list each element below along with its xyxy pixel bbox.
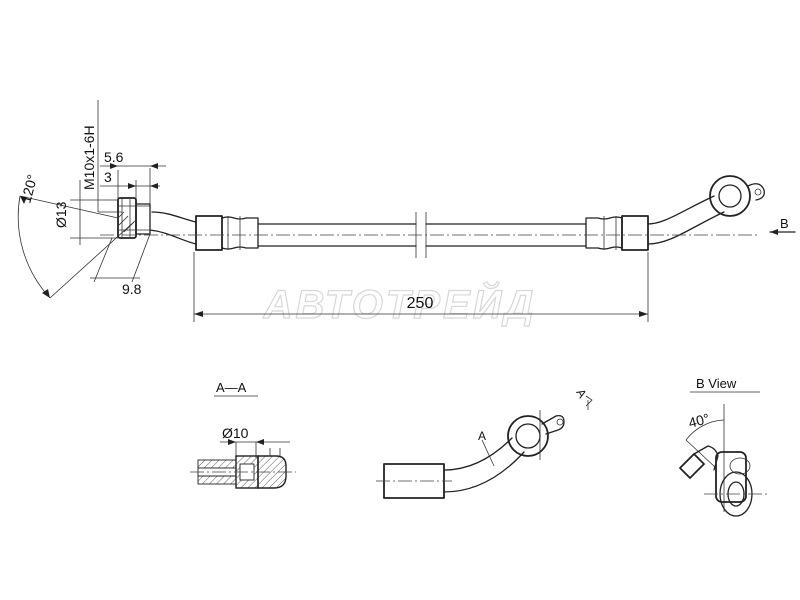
section-arrow-label-right: A (573, 387, 589, 401)
banjo-detail-view: A A (376, 387, 593, 499)
section-arrow-label-left: A (478, 429, 486, 443)
angle-120-label: 120° (17, 173, 40, 205)
b-view-title: B View (696, 376, 737, 391)
diameter-10-label: Ø10 (222, 425, 249, 441)
diameter-13-label: Ø13 (53, 201, 69, 228)
banjo-fitting (709, 175, 765, 217)
section-title: A—A (216, 380, 247, 395)
angle-40-label: 40° (687, 410, 712, 431)
b-view: B View 40° (679, 376, 768, 517)
dim-5-6-label: 5.6 (104, 149, 124, 165)
left-ferrule (195, 215, 259, 251)
thread-label: M10x1-6H (81, 125, 97, 190)
dim-9-8-label: 9.8 (122, 281, 142, 297)
view-b-arrow-label: B (780, 216, 789, 231)
section-a-a: A—A Ø10 (190, 380, 296, 489)
dim-3-label: 3 (104, 169, 112, 185)
main-hose-view: B 250 120° Ø13 M10x1-6H 5.6 3 (17, 100, 796, 322)
right-ferrule (585, 215, 649, 251)
watermark: АВТОТРЕЙД (263, 280, 537, 327)
length-dimension: 250 (407, 295, 434, 312)
